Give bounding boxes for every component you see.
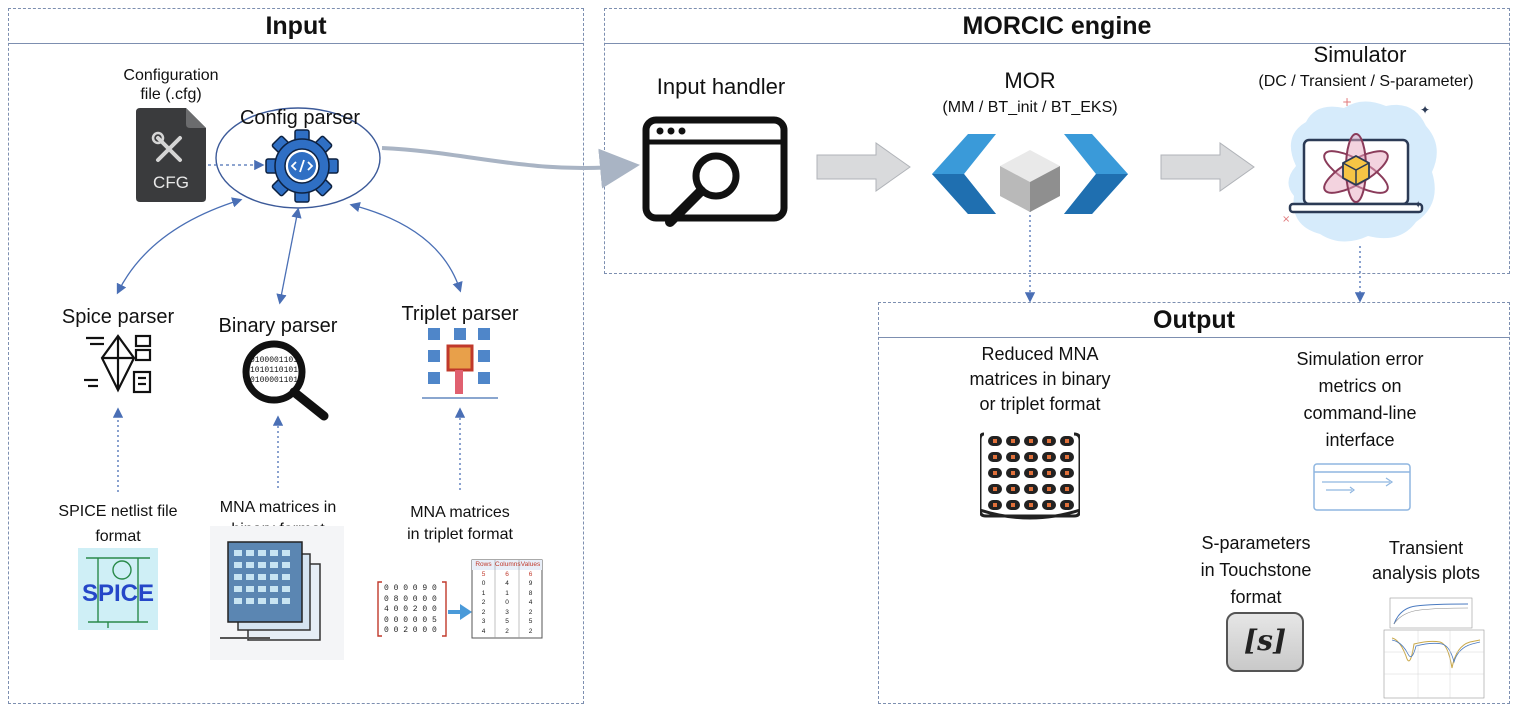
triplet-cell: 0 <box>505 599 509 606</box>
reduced-mna-label: Reduced MNA matrices in binary or triple… <box>969 344 1111 415</box>
binary-magnifier-icon: 0100001101 1010110101 0100001101 <box>242 340 329 421</box>
triplet-cell: 8 <box>528 589 533 597</box>
triplet-cell: 4 <box>528 599 533 606</box>
triplet-cell: 2 <box>528 627 533 635</box>
triplet-header: Columns <box>495 561 521 568</box>
mor-to-simulator-arrow <box>1160 142 1255 192</box>
engine-panel: MORCIC engine <box>604 8 1510 274</box>
triplet-cell: 2 <box>481 599 486 606</box>
triplet-parser-label: Triplet parser <box>401 303 519 325</box>
input-panel: Input <box>8 8 584 704</box>
binary-line-2: 0100001101 <box>250 376 298 385</box>
output-panel: Output <box>878 302 1510 704</box>
svg-text:+: + <box>1342 96 1352 109</box>
matrix-row: 0 0 0 0 9 0 <box>384 584 437 593</box>
transient-label: Transient analysis plots <box>1371 538 1481 584</box>
triplet-cell: 9 <box>528 580 533 587</box>
triplet-header: Rows <box>475 561 492 568</box>
cfg-file-icon: CFG <box>136 108 206 202</box>
triplet-conversion-image: 0 0 0 0 9 0 0 8 0 0 0 0 4 0 0 2 0 0 0 0 … <box>376 556 546 640</box>
mna-triplet-label: MNA matrices in triplet format <box>407 504 513 544</box>
triplet-cell: 2 <box>528 608 533 616</box>
s-params-label: S-parameters in Touchstone format <box>1200 533 1312 607</box>
config-parser-label: Config parser <box>239 107 361 129</box>
triplet-header: Values <box>520 561 541 568</box>
input-title: Input <box>9 9 583 44</box>
output-title: Output <box>879 303 1509 338</box>
triplet-cell: 0 <box>481 580 486 587</box>
cli-icon <box>1313 463 1411 511</box>
triplet-cell: 1 <box>505 589 509 597</box>
binary-matrix-image <box>210 526 344 660</box>
transient-plots-icon <box>1383 597 1485 699</box>
gear-icon <box>265 129 339 203</box>
spice-parser-label: Spice parser <box>61 306 175 328</box>
triplet-cell: 5 <box>505 618 509 625</box>
simulator-icon: + ✦ × ✦ <box>1282 96 1437 242</box>
triplet-cell: 5 <box>481 570 486 578</box>
binary-line-0: 0100001101 <box>250 356 298 365</box>
matrix-row: 4 0 0 2 0 0 <box>384 605 437 614</box>
binary-line-1: 1010110101 <box>250 366 298 375</box>
matrix-row: 0 0 2 0 0 0 <box>384 626 437 635</box>
triplet-cell: 6 <box>528 570 533 578</box>
triplet-parser-icon <box>422 328 498 399</box>
triplet-cell: 4 <box>505 580 509 587</box>
svg-text:×: × <box>1282 214 1290 225</box>
svg-text:✦: ✦ <box>1420 103 1430 117</box>
triplet-cell: 6 <box>505 570 509 578</box>
spice-netlist-label: SPICE netlist file format <box>58 503 178 545</box>
config-file-label: Configuration file (.cfg) <box>123 67 219 104</box>
input-handler-label: Input handler <box>656 74 786 99</box>
spice-logo: SPICE <box>78 548 158 630</box>
cfg-text: CFG <box>153 173 189 192</box>
engine-title: MORCIC engine <box>605 9 1509 44</box>
simulator-modes-label: (DC / Transient / S-parameter) <box>1258 73 1474 90</box>
s-symbol: [s] <box>1243 624 1287 657</box>
sim-error-label: Simulation error metrics on command-line… <box>1296 349 1424 450</box>
triplet-cell: 3 <box>505 608 509 616</box>
spice-logo-text: SPICE <box>81 580 155 607</box>
triplet-cell: 1 <box>481 589 486 597</box>
triplet-cell: 4 <box>481 627 486 635</box>
triplet-cell: 3 <box>481 618 486 625</box>
handler-to-mor-arrow <box>816 142 911 192</box>
spice-parser-icon <box>84 334 152 394</box>
binary-parser-label: Binary parser <box>218 315 338 337</box>
matrix-row: 0 8 0 0 0 0 <box>384 594 437 604</box>
mor-label: MOR <box>1004 68 1056 93</box>
mor-icon <box>932 134 1128 214</box>
svg-text:✦: ✦ <box>1414 200 1422 211</box>
reduced-matrix-icon <box>980 432 1080 520</box>
mor-methods-label: (MM / BT_init / BT_EKS) <box>942 99 1118 116</box>
simulator-label: Simulator <box>1313 42 1407 67</box>
s-param-icon: [s] <box>1226 612 1304 672</box>
triplet-cell: 2 <box>481 608 486 616</box>
matrix-row: 0 0 0 0 0 5 <box>384 615 437 625</box>
triplet-cell: 5 <box>528 618 533 625</box>
input-handler-icon <box>642 116 788 227</box>
triplet-cell: 2 <box>505 627 509 635</box>
